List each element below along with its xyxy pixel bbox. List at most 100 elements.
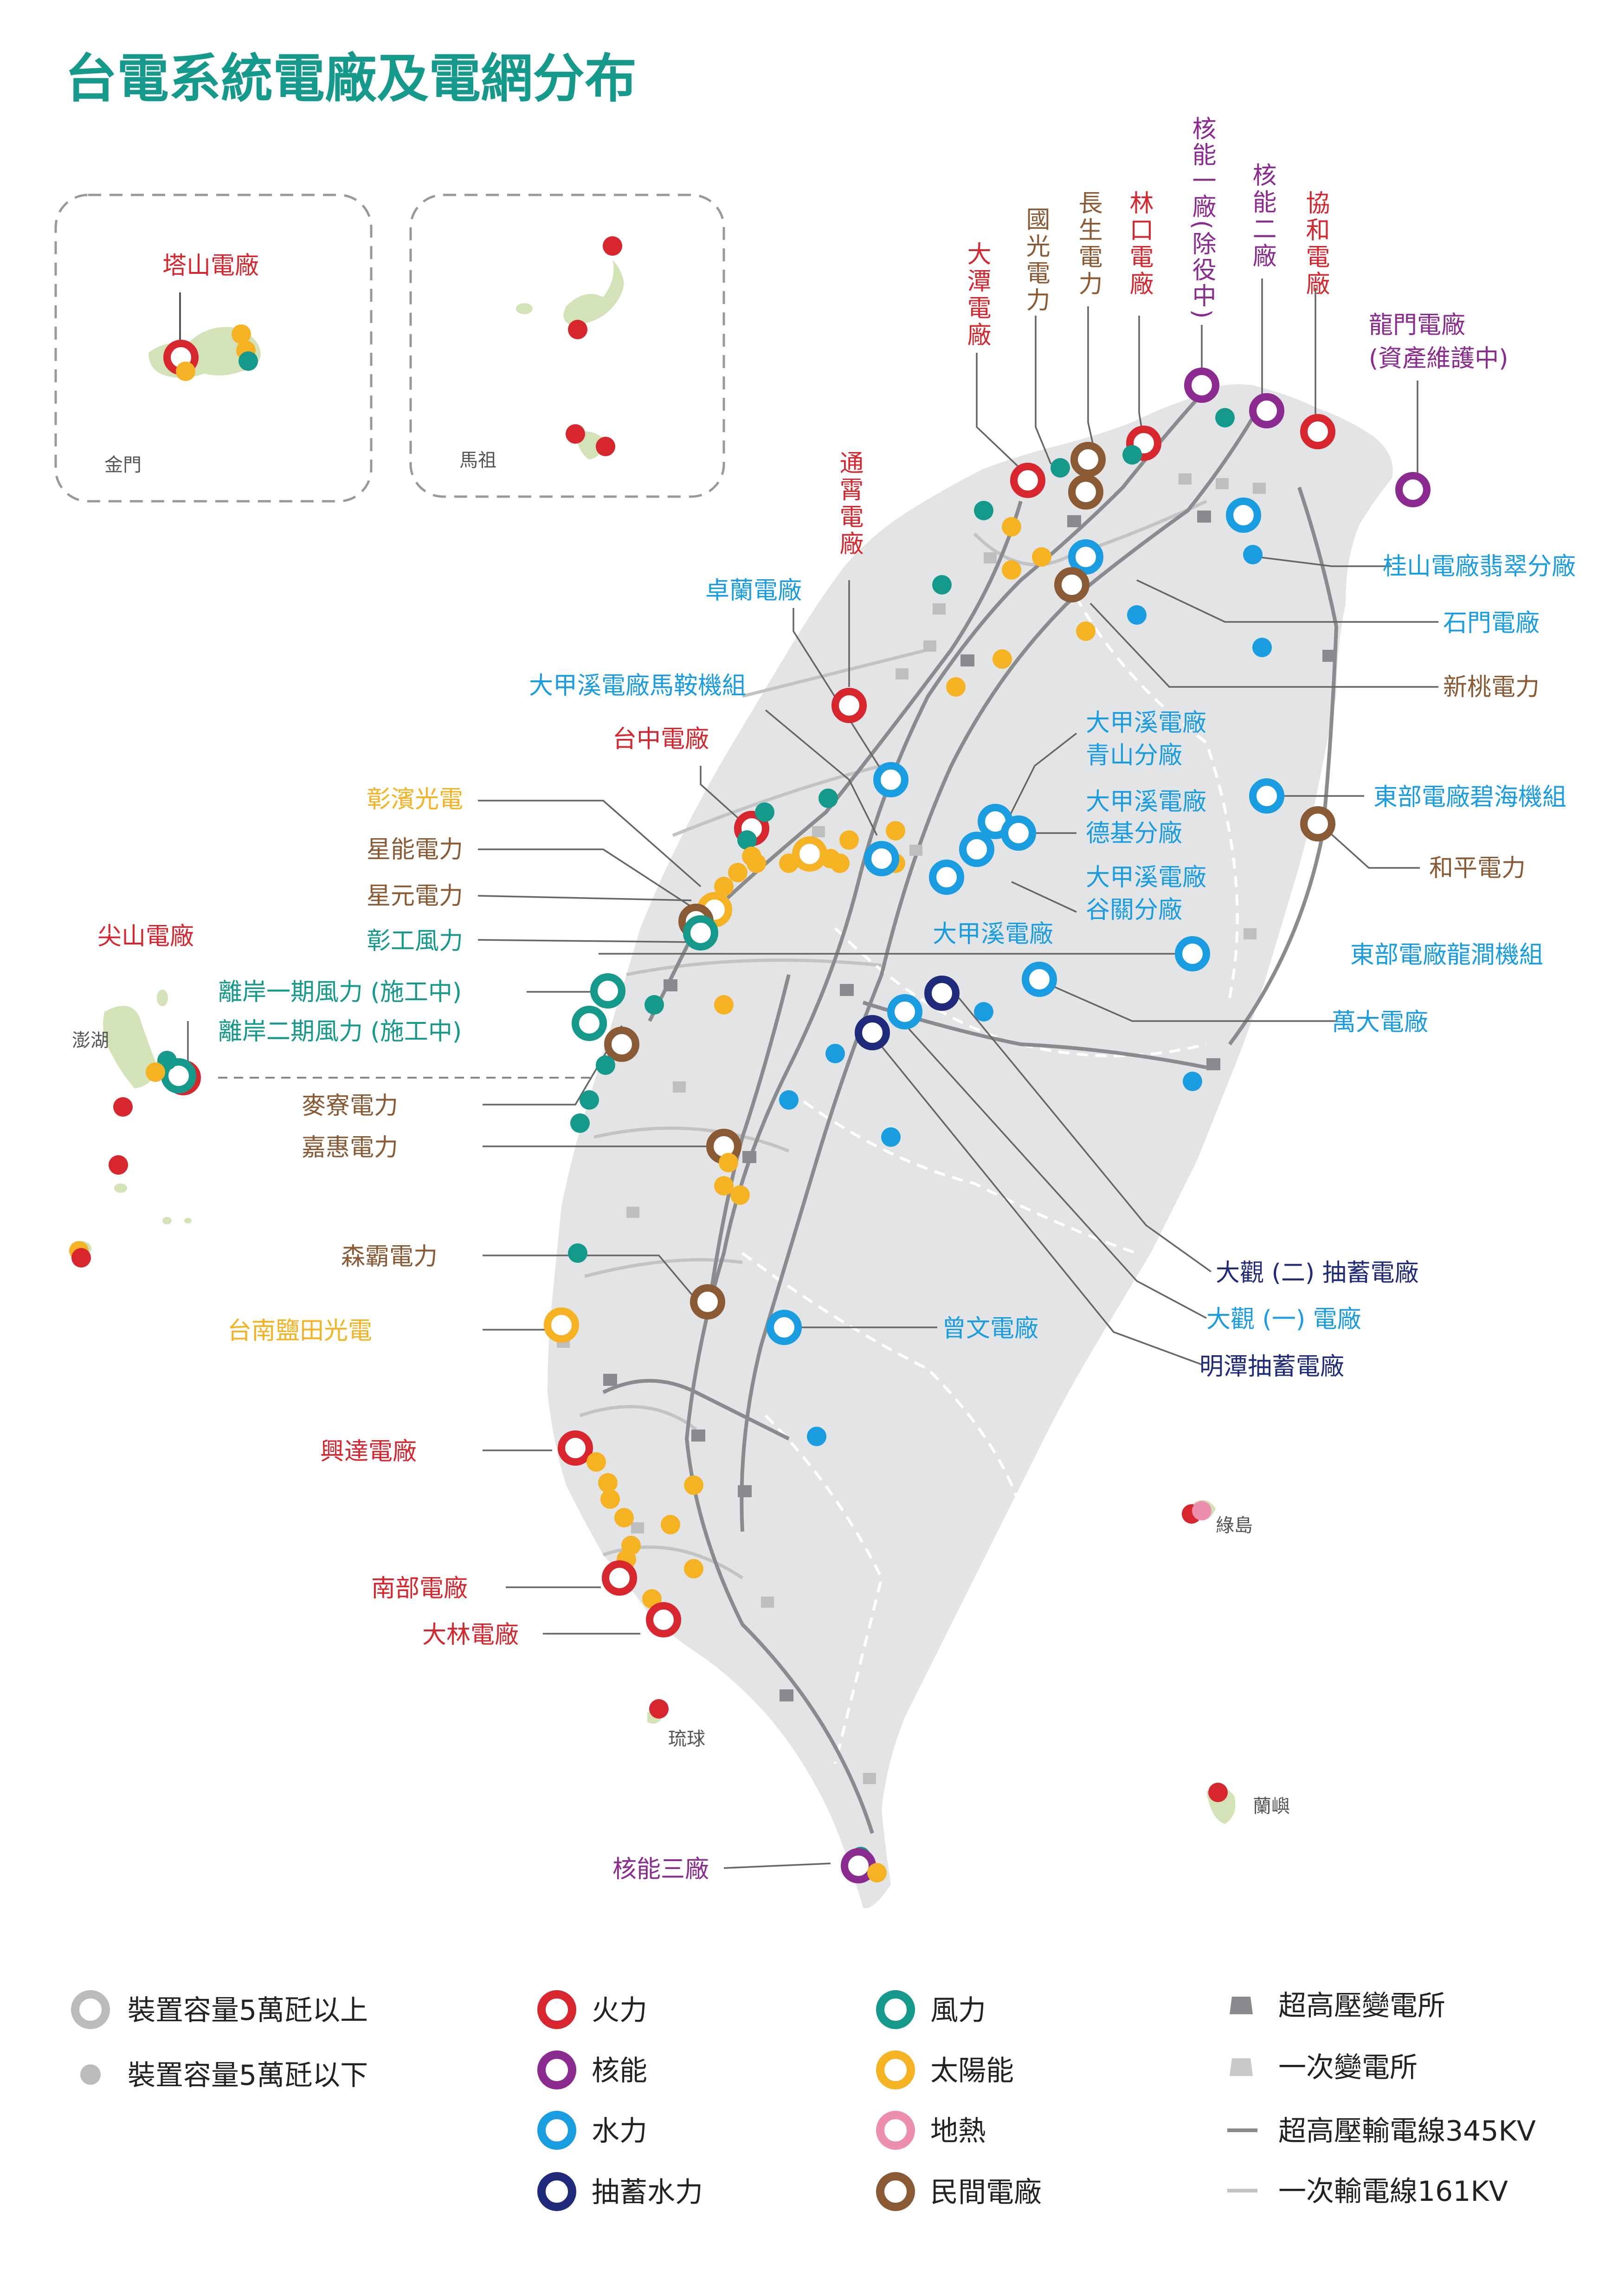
private-plant-marker — [690, 1284, 725, 1319]
solar-plant-marker — [886, 821, 905, 841]
tainan-salt-label: 台南鹽田光電 — [227, 1317, 372, 1345]
guoguang-label: 國光電力 — [1022, 207, 1050, 314]
matsu-islet — [516, 303, 533, 314]
lanyu-label: 蘭嶼 — [1253, 1796, 1290, 1817]
thermal-plant-marker — [71, 1248, 91, 1268]
private-plant-marker — [1300, 806, 1335, 841]
substation-icon — [673, 1081, 686, 1093]
substation-icon — [691, 1429, 705, 1442]
daguan1-label: 大觀 (一) 電廠 — [1206, 1306, 1361, 1333]
changgong-label: 彰工風力 — [367, 927, 463, 955]
longmen-label: 龍門電廠 — [1369, 311, 1465, 339]
changbin-label: 彰濱光電 — [367, 786, 463, 814]
thermal-plant-marker — [1208, 1783, 1228, 1802]
substation-icon — [840, 984, 854, 996]
plant-labels: 龍門電廠 (資產維護中) 卓蘭電廠 桂山電廠翡翠分廠 石門電廠 新桃電力 大甲溪… — [97, 311, 1576, 1883]
zengwen-label: 曾文電廠 — [942, 1315, 1038, 1343]
substation-icon — [1244, 928, 1257, 939]
substation-icon — [923, 640, 936, 652]
hydro-plant-marker — [881, 1127, 901, 1147]
legend-nuclear-icon — [537, 2050, 576, 2089]
solar-plant-marker — [1076, 621, 1096, 641]
thermal-plant-marker — [646, 1602, 681, 1637]
solar-plant-marker — [598, 1473, 618, 1493]
legend-hydro: 水力 — [592, 2115, 647, 2147]
wind-plant-marker — [683, 915, 718, 951]
penghu-label: 澎湖 — [72, 1030, 109, 1051]
legend: 裝置容量5萬瓩以上 裝置容量5萬瓩以下 火力 核能 水力 抽蓄水力 風力 太陽能… — [71, 1990, 1536, 2211]
solar-plant-marker — [728, 863, 748, 882]
solar-plant-marker — [719, 1153, 738, 1172]
substation-icon — [863, 1773, 876, 1784]
substation-icon — [812, 826, 825, 837]
penghu-islet — [157, 989, 168, 1006]
dajiaxi-maan-label: 大甲溪電廠馬鞍機組 — [529, 672, 746, 700]
legend-primary-sub: 一次變電所 — [1278, 2051, 1418, 2084]
substation-icon — [664, 979, 677, 991]
substation-icon — [738, 1485, 752, 1497]
substation-icon — [1322, 650, 1336, 662]
hydro-plant-marker — [864, 841, 899, 876]
zhuolan-label: 卓蘭電廠 — [705, 577, 802, 605]
legend-big-icon — [71, 1990, 110, 2029]
wind-plant-marker — [572, 1006, 607, 1041]
wind-plant-marker — [568, 1243, 587, 1263]
substation-icon — [896, 668, 909, 679]
thermal-plant-marker — [1300, 414, 1335, 449]
xingda-label: 興達電廠 — [320, 1438, 417, 1466]
solar-plant-marker — [714, 995, 734, 1015]
penghu-islet — [184, 1218, 192, 1223]
ehv-substations — [603, 511, 1336, 1701]
nuclear-plant-marker — [1395, 472, 1431, 507]
solar-plant-marker — [684, 1559, 703, 1578]
wind-plant-marker — [238, 351, 258, 371]
wind-plant-marker — [1215, 408, 1235, 427]
private-plant-marker — [604, 1027, 639, 1062]
thermal-plant-marker — [831, 688, 867, 723]
wind-plant-marker — [580, 1090, 599, 1110]
plant-markers — [69, 236, 1431, 1883]
legend-nuclear: 核能 — [592, 2055, 647, 2087]
solar-plant-marker — [146, 1062, 165, 1082]
thermal-plant-marker — [1010, 463, 1045, 498]
hydro-plant-marker — [1068, 539, 1103, 575]
legend-solar-icon — [876, 2050, 915, 2089]
hydro-plant-marker — [873, 762, 909, 797]
taichung-label: 台中電廠 — [612, 725, 709, 753]
legend-ehv-sub-icon — [1230, 1997, 1253, 2014]
north-vertical-labels: 大潭電廠 國光電力 長生電力 林口電廠 核能一廠(除役中) 核能二廠 協和電廠 … — [835, 116, 1329, 558]
private-plant-marker — [1054, 567, 1089, 602]
solar-plant-marker — [661, 1515, 680, 1534]
dajiaxi-guguan-label-2: 谷關分廠 — [1086, 896, 1182, 924]
xintao-label: 新桃電力 — [1443, 673, 1540, 701]
nuclear3-label: 核能三廠 — [612, 1856, 709, 1883]
legend-line345: 超高壓輸電線345KV — [1278, 2115, 1536, 2147]
page-title: 台電系統電廠及電網分布 — [65, 49, 637, 109]
solar-plant-marker — [544, 1307, 579, 1343]
solar-plant-marker — [586, 1452, 606, 1472]
longmen-sub-label: (資產維護中) — [1369, 345, 1508, 373]
hydro-plant-marker — [825, 1044, 845, 1063]
substation-icon — [1179, 473, 1192, 485]
shimen-label: 石門電廠 — [1443, 609, 1540, 637]
solar-plant-marker — [1002, 517, 1021, 537]
substation-icon — [1067, 515, 1081, 527]
wind-plant-marker — [570, 1113, 590, 1133]
thermal-plant-marker — [109, 1155, 128, 1175]
legend-big: 裝置容量5萬瓩以上 — [128, 1994, 368, 2027]
linkou-label: 林口電廠 — [1125, 190, 1153, 298]
solar-plant-marker — [684, 1475, 703, 1495]
xiehe-label: 協和電廠 — [1302, 190, 1329, 298]
solar-plant-marker — [792, 836, 827, 872]
mingtan-label: 明潭抽蓄電廠 — [1199, 1353, 1344, 1381]
legend-wind-icon — [876, 1990, 915, 2029]
matsu-label: 馬祖 — [459, 450, 496, 471]
hydro-plant-marker — [1127, 605, 1147, 625]
wind-plant-marker — [932, 575, 952, 595]
substation-icon — [1197, 511, 1211, 523]
wind-plant-marker — [596, 1055, 615, 1075]
pumped-plant-marker — [855, 1015, 890, 1050]
thermal-plant-marker — [602, 1560, 637, 1596]
substation-icon — [780, 1689, 793, 1701]
